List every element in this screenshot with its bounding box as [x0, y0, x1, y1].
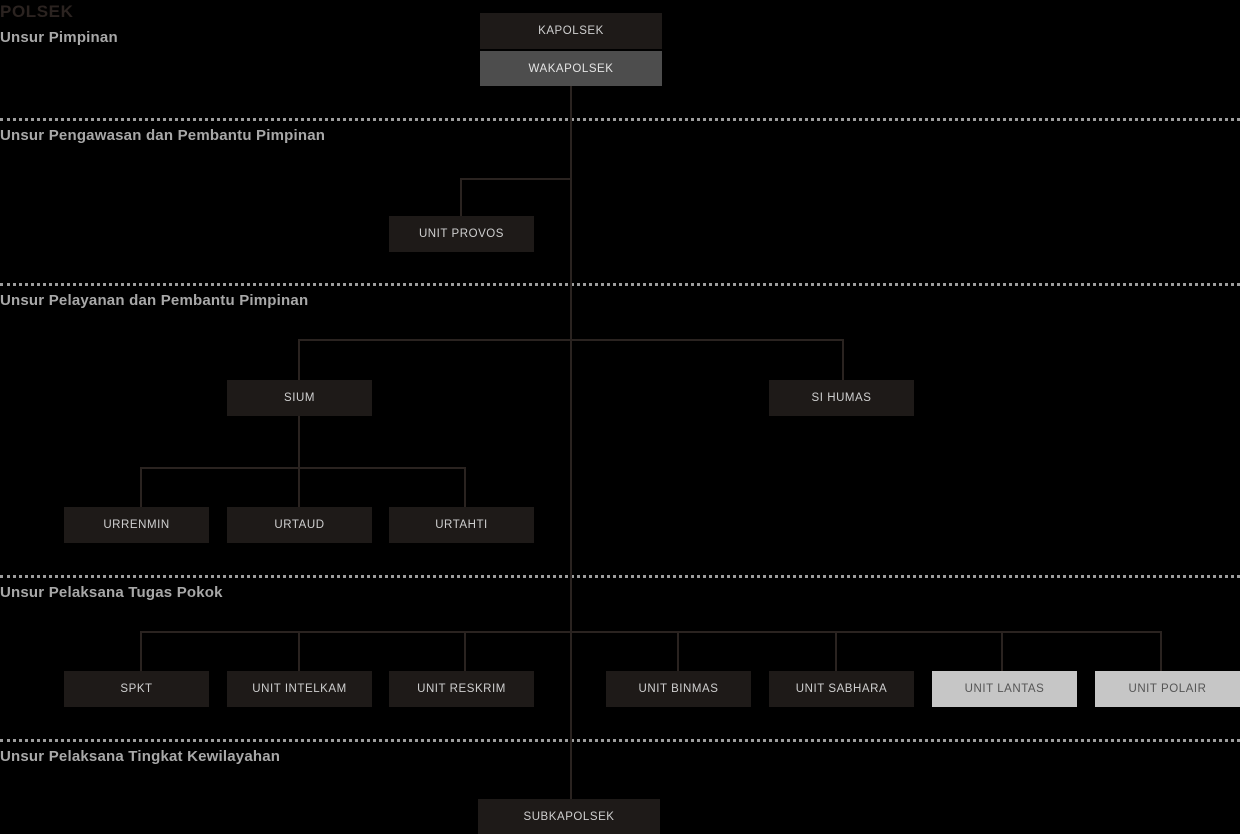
node-unit-reskrim[interactable]: UNIT RESKRIM	[389, 671, 534, 707]
node-si-humas[interactable]: SI HUMAS	[769, 380, 914, 416]
node-unit-lantas[interactable]: UNIT LANTAS	[932, 671, 1077, 707]
node-wakapolsek[interactable]: WAKAPOLSEK	[480, 51, 662, 86]
section-separator-3	[0, 575, 1240, 578]
page-title: POLSEK	[0, 2, 74, 21]
connector-pelaksana-horizontal	[140, 631, 1162, 633]
connector-pelayanan-horizontal	[298, 339, 844, 341]
section-separator-1	[0, 118, 1240, 121]
section-label-unsur-pelaksana-kewilayahan: Unsur Pelaksana Tingkat Kewilayahan	[0, 748, 281, 765]
connector-binmas-drop	[677, 631, 679, 672]
connector-main-trunk	[570, 86, 572, 800]
node-unit-sabhara[interactable]: UNIT SABHARA	[769, 671, 914, 707]
connector-lantas-drop	[1001, 631, 1003, 672]
node-kapolsek[interactable]: KAPOLSEK	[480, 13, 662, 49]
node-unit-binmas[interactable]: UNIT BINMAS	[606, 671, 751, 707]
section-label-unsur-pimpinan: Unsur Pimpinan	[0, 29, 118, 46]
connector-sium-drop	[298, 339, 300, 380]
section-separator-4	[0, 739, 1240, 742]
node-unit-polair[interactable]: UNIT POLAIR	[1095, 671, 1240, 707]
node-unit-provos[interactable]: UNIT PROVOS	[389, 216, 534, 252]
connector-sium-children-horizontal	[140, 467, 466, 469]
connector-spkt-drop	[140, 631, 142, 672]
node-subkapolsek[interactable]: SUBKAPOLSEK	[478, 799, 660, 834]
section-label-unsur-pelaksana-tugas-pokok: Unsur Pelaksana Tugas Pokok	[0, 584, 223, 601]
node-sium[interactable]: SIUM	[227, 380, 372, 416]
node-urtahti[interactable]: URTAHTI	[389, 507, 534, 543]
connector-urrenmin-drop	[140, 467, 142, 508]
connector-sihumas-drop	[842, 339, 844, 380]
section-separator-2	[0, 283, 1240, 286]
connector-reskrim-drop	[464, 631, 466, 672]
connector-provos-horizontal	[460, 178, 572, 180]
connector-urtaud-drop	[298, 467, 300, 508]
connector-intelkam-drop	[298, 631, 300, 672]
section-label-unsur-pelayanan: Unsur Pelayanan dan Pembantu Pimpinan	[0, 292, 309, 309]
node-unit-intelkam[interactable]: UNIT INTELKAM	[227, 671, 372, 707]
connector-sabhara-drop	[835, 631, 837, 672]
connector-provos-drop	[460, 178, 462, 216]
section-label-unsur-pengawasan: Unsur Pengawasan dan Pembantu Pimpinan	[0, 127, 326, 144]
node-urtaud[interactable]: URTAUD	[227, 507, 372, 543]
connector-urtahti-drop	[464, 467, 466, 508]
connector-polair-drop	[1160, 631, 1162, 672]
node-urrenmin[interactable]: URRENMIN	[64, 507, 209, 543]
node-spkt[interactable]: SPKT	[64, 671, 209, 707]
connector-sium-stem	[298, 415, 300, 467]
